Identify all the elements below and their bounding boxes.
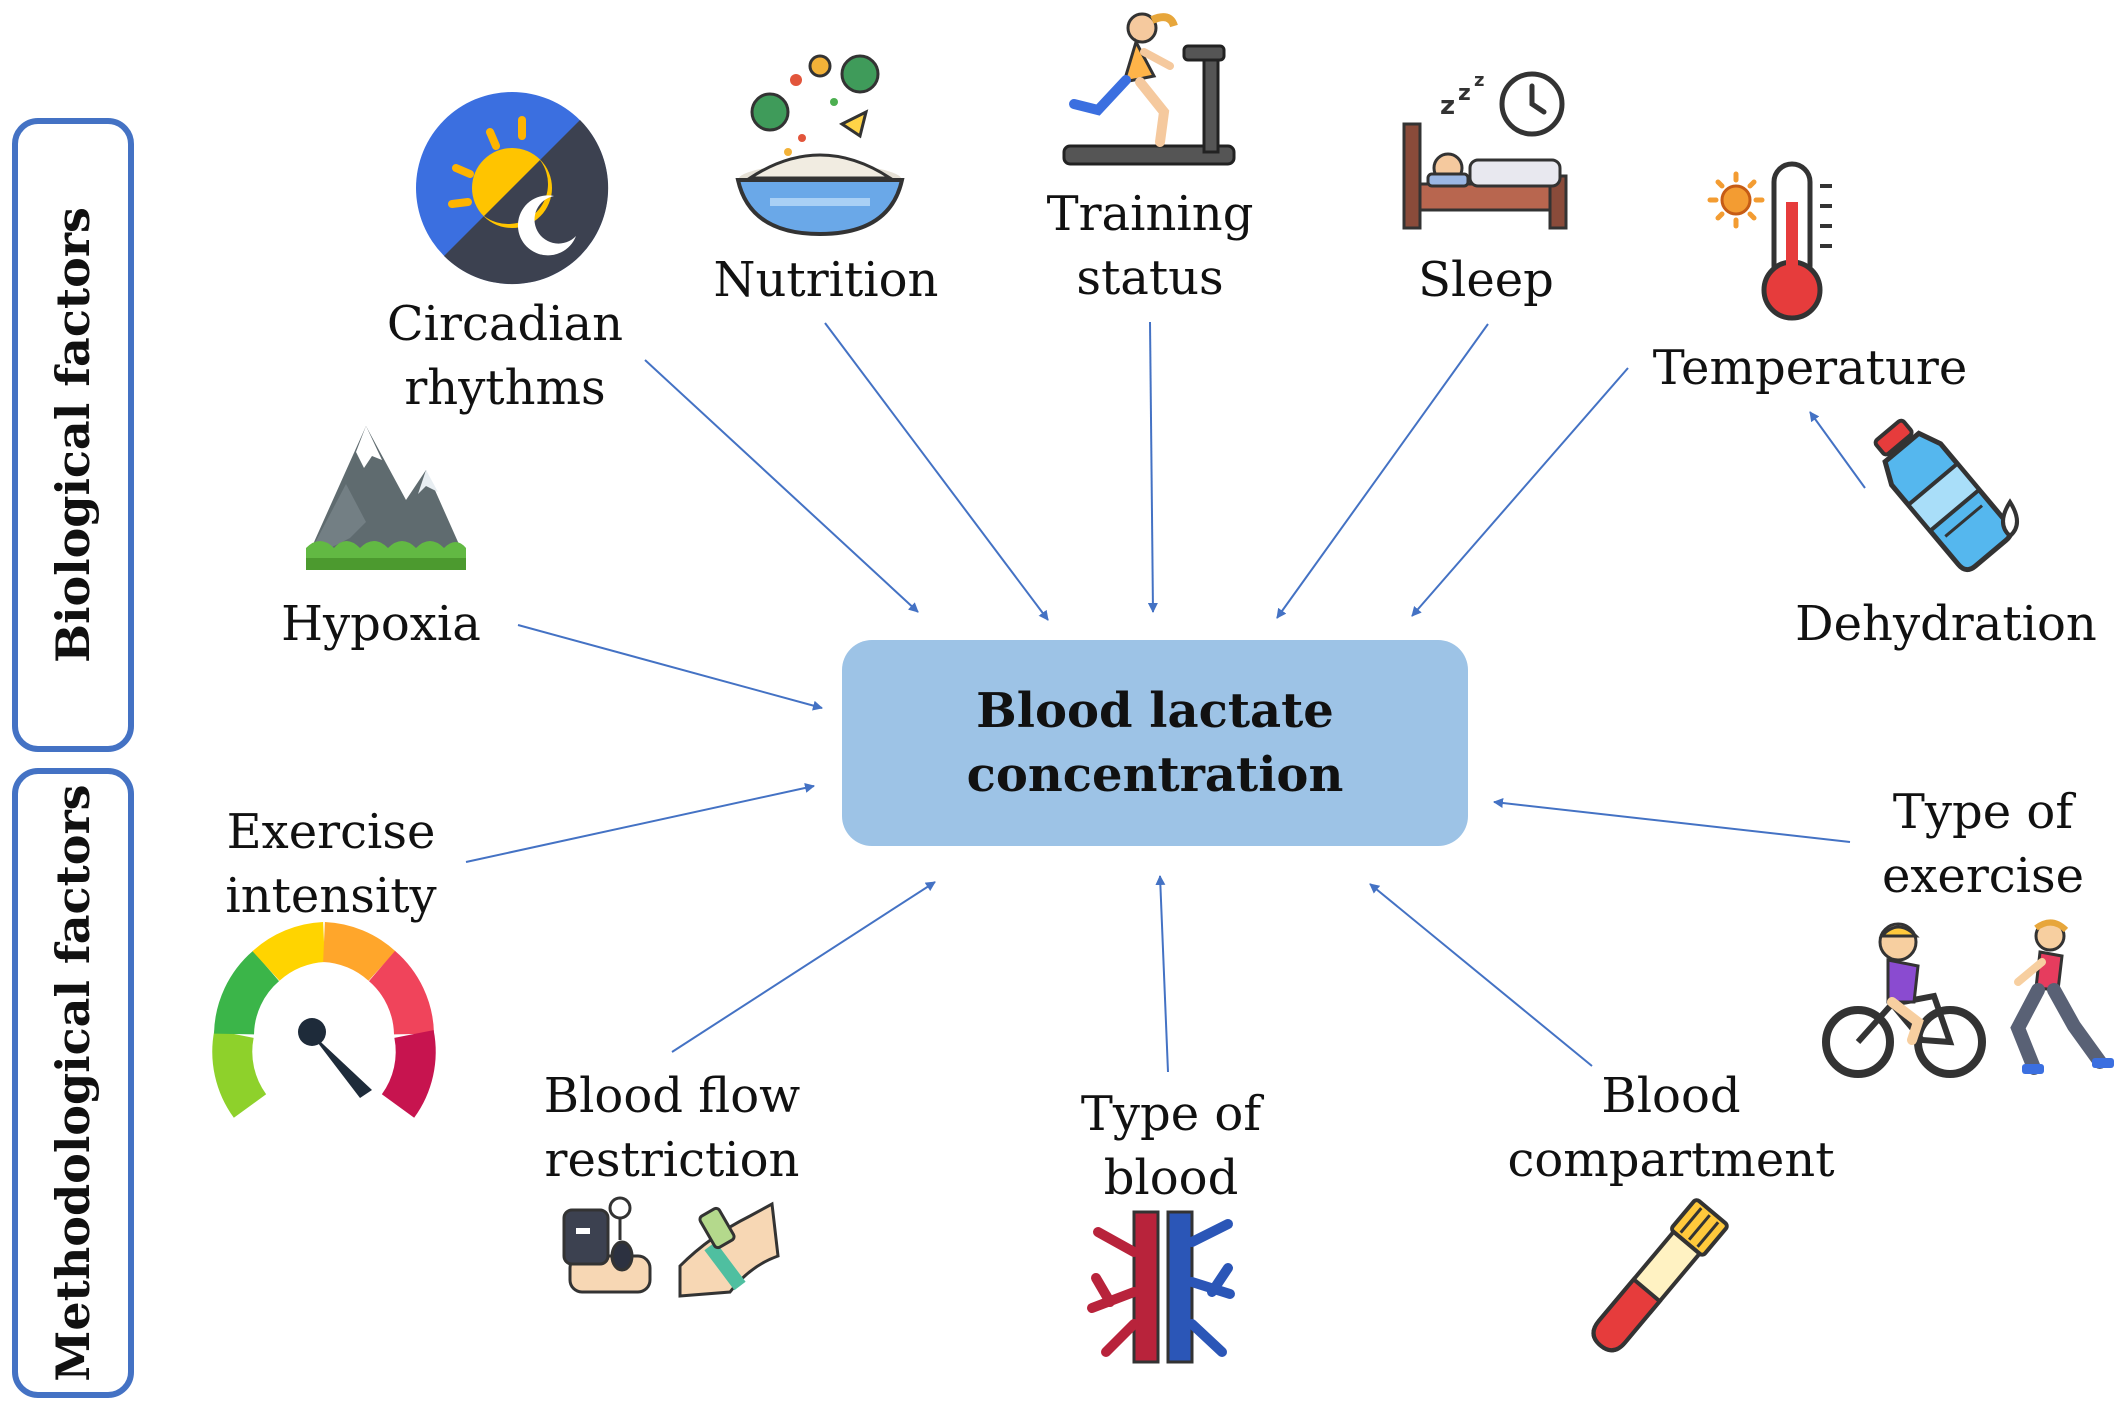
- temperature-label: Temperature: [1652, 340, 1968, 396]
- treadmill-runner-icon: [1062, 12, 1236, 166]
- blood-lactate-node: Blood lactate concentration: [842, 640, 1468, 846]
- gauge-icon: [212, 922, 436, 1118]
- cyclist-runner-icon: [1822, 919, 2114, 1078]
- blood-type-label: Type of blood: [1080, 1086, 1262, 1206]
- arrow-exercise-type: [1493, 798, 1851, 843]
- arrow-circadian: [644, 359, 919, 613]
- arrow-bfr: [671, 881, 936, 1053]
- test-tube-icon: [1591, 1198, 1729, 1353]
- methodological-factors-frame: Methodological factors: [12, 768, 134, 1398]
- arrow-temperature: [1411, 367, 1629, 617]
- arrow-dehydration: [1809, 411, 1866, 489]
- center-line-1: Blood lactate: [976, 683, 1334, 739]
- intensity-label: Exercise intensity: [225, 804, 437, 924]
- arrow-hypoxia: [517, 624, 823, 711]
- center-line-2: concentration: [966, 747, 1344, 803]
- training-label: Training status: [1046, 186, 1254, 306]
- bed-clock-icon: z z z: [1402, 70, 1568, 230]
- cuff-band-icon: [562, 1196, 780, 1298]
- compartment-label: Blood compartment: [1507, 1068, 1835, 1188]
- hypoxia-label: Hypoxia: [281, 596, 481, 652]
- arrow-blood-type: [1155, 875, 1169, 1073]
- day-night-icon: [416, 92, 609, 285]
- svg-text:z: z: [1458, 81, 1471, 106]
- nutrition-label: Nutrition: [713, 252, 939, 308]
- sleep-label: Sleep: [1418, 252, 1554, 308]
- bfr-label: Blood flow restriction: [543, 1068, 801, 1188]
- blood-vessels-icon: [1087, 1210, 1235, 1364]
- biological-factors-frame: Biological factors: [12, 118, 134, 752]
- svg-text:z: z: [1440, 91, 1455, 121]
- mountain-icon: [306, 426, 466, 570]
- circadian-label: Circadian rhythms: [386, 296, 624, 416]
- thermometer-sun-icon: [1707, 161, 1832, 321]
- arrow-sleep: [1276, 323, 1489, 619]
- arrow-intensity: [465, 783, 815, 863]
- arrow-training: [1147, 321, 1158, 613]
- arrow-compartment: [1369, 883, 1593, 1067]
- exercise-type-label: Type of exercise: [1881, 784, 2085, 904]
- water-bottle-icon: [1873, 418, 2019, 573]
- dehydration-label: Dehydration: [1795, 596, 2097, 652]
- food-bowl-icon: [735, 54, 905, 237]
- svg-text:z: z: [1474, 70, 1484, 91]
- arrow-nutrition: [824, 322, 1049, 621]
